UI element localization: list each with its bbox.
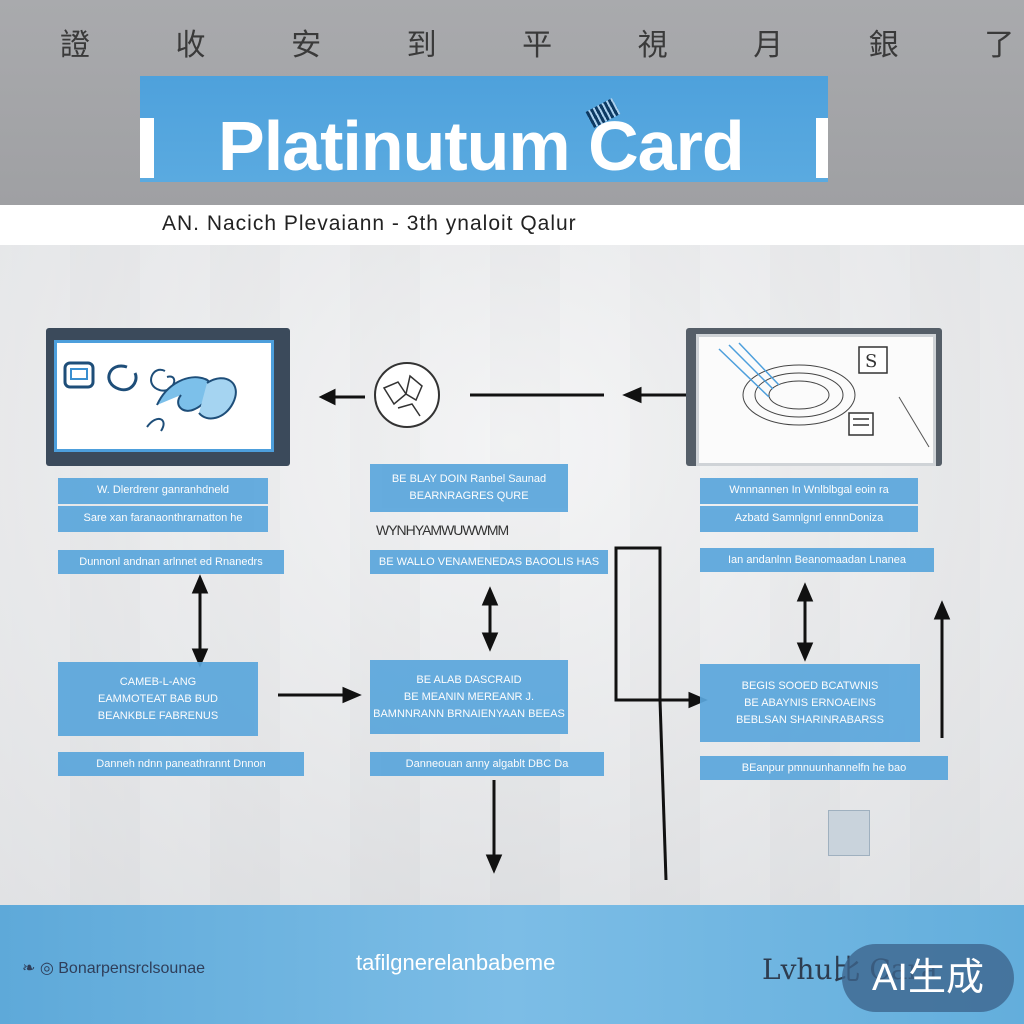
sketch-illustration-icon: S [718, 342, 930, 448]
center-step-label: BE WALLO VENAMENEDAS BAOOLIS HAS [370, 550, 608, 574]
tag-icon [828, 810, 870, 856]
globe-icon [374, 362, 440, 428]
right-bottom-label: BEanpur pmnuunhannelfn he bao [700, 756, 948, 780]
footer-left-text: ❧ ◎ Bonarpensrclsounae [22, 960, 206, 977]
center-info-line: BE BLAY DOIN Ranbel Saunad [391, 473, 547, 485]
center-process-line: BE MEANIN MEREANR J. [403, 690, 535, 703]
center-bottom-label: Danneouan anny algablt DBC Da [370, 752, 604, 776]
left-process-line: CAMEB-L-ANG [119, 675, 197, 688]
right-process-box: BEGIS SOOED BCATWNIS BE ABAYNIS ERNOAEIN… [700, 664, 920, 742]
left-process-box: CAMEB-L-ANG EAMMOTEAT BAB BUD BEANKBLE F… [58, 662, 258, 736]
card-emblem-icon [63, 361, 237, 432]
card-left-face [54, 340, 274, 452]
card-left [46, 328, 290, 466]
right-step-label: Ian andanlnn Beanomaadan Lnanea [700, 548, 934, 572]
right-process-line: BEBLSAN SHARINRABARSS [736, 713, 884, 726]
title-left-bar [140, 118, 154, 178]
left-info-line-2: Sare xan faranaonthrarnatton he [58, 506, 268, 532]
center-process-line: BAMNNRANN BRNAIENYAAN BEEAS [373, 707, 565, 720]
svg-text:S: S [865, 351, 877, 372]
right-process-line: BE ABAYNIS ERNOAEINS [744, 696, 876, 709]
page-title: Platinutum Card [218, 107, 745, 185]
card-right: S [686, 328, 942, 466]
left-info-line-1: W. Dlerdrenr ganranhdneld [58, 478, 268, 504]
left-bottom-label: Danneh ndnn paneathrannt Dnnon [58, 752, 304, 776]
center-info-line: BEARNRAGRES QURE [409, 490, 529, 502]
right-process-line: BEGIS SOOED BCATWNIS [741, 679, 879, 692]
subtitle-band [0, 205, 1024, 245]
center-process-box: BE ALAB DASCRAID BE MEANIN MEREANR J. BA… [370, 660, 568, 734]
center-scribble: WYNHYAMWUWWMM [376, 522, 509, 538]
card-right-face: S [696, 334, 936, 466]
right-info-line-2: Azbatd Samnlgnrl ennnDoniza [700, 506, 918, 532]
ai-generated-badge: AI生成 [842, 944, 1014, 1012]
footer-middle-text: tafilgnerelanbabeme [356, 950, 556, 975]
right-info-line-1: Wnnnannen In Wnlblbgal eoin ra [700, 478, 918, 504]
title-banner: Platinutum Card [140, 76, 828, 185]
left-process-line: EAMMOTEAT BAB BUD [97, 692, 218, 705]
page-subtitle: AN. Nacich Plevaiann - 3th ynaloit Qalur [162, 212, 577, 235]
center-info-box: BE BLAY DOIN Ranbel Saunad BEARNRAGRES Q… [370, 464, 568, 512]
title-right-bar [816, 118, 828, 178]
center-process-line: BE ALAB DASCRAID [416, 673, 522, 686]
left-step-label: Dunnonl andnan arlnnet ed Rnanedrs [58, 550, 284, 574]
left-process-line: BEANKBLE FABRENUS [97, 709, 219, 722]
